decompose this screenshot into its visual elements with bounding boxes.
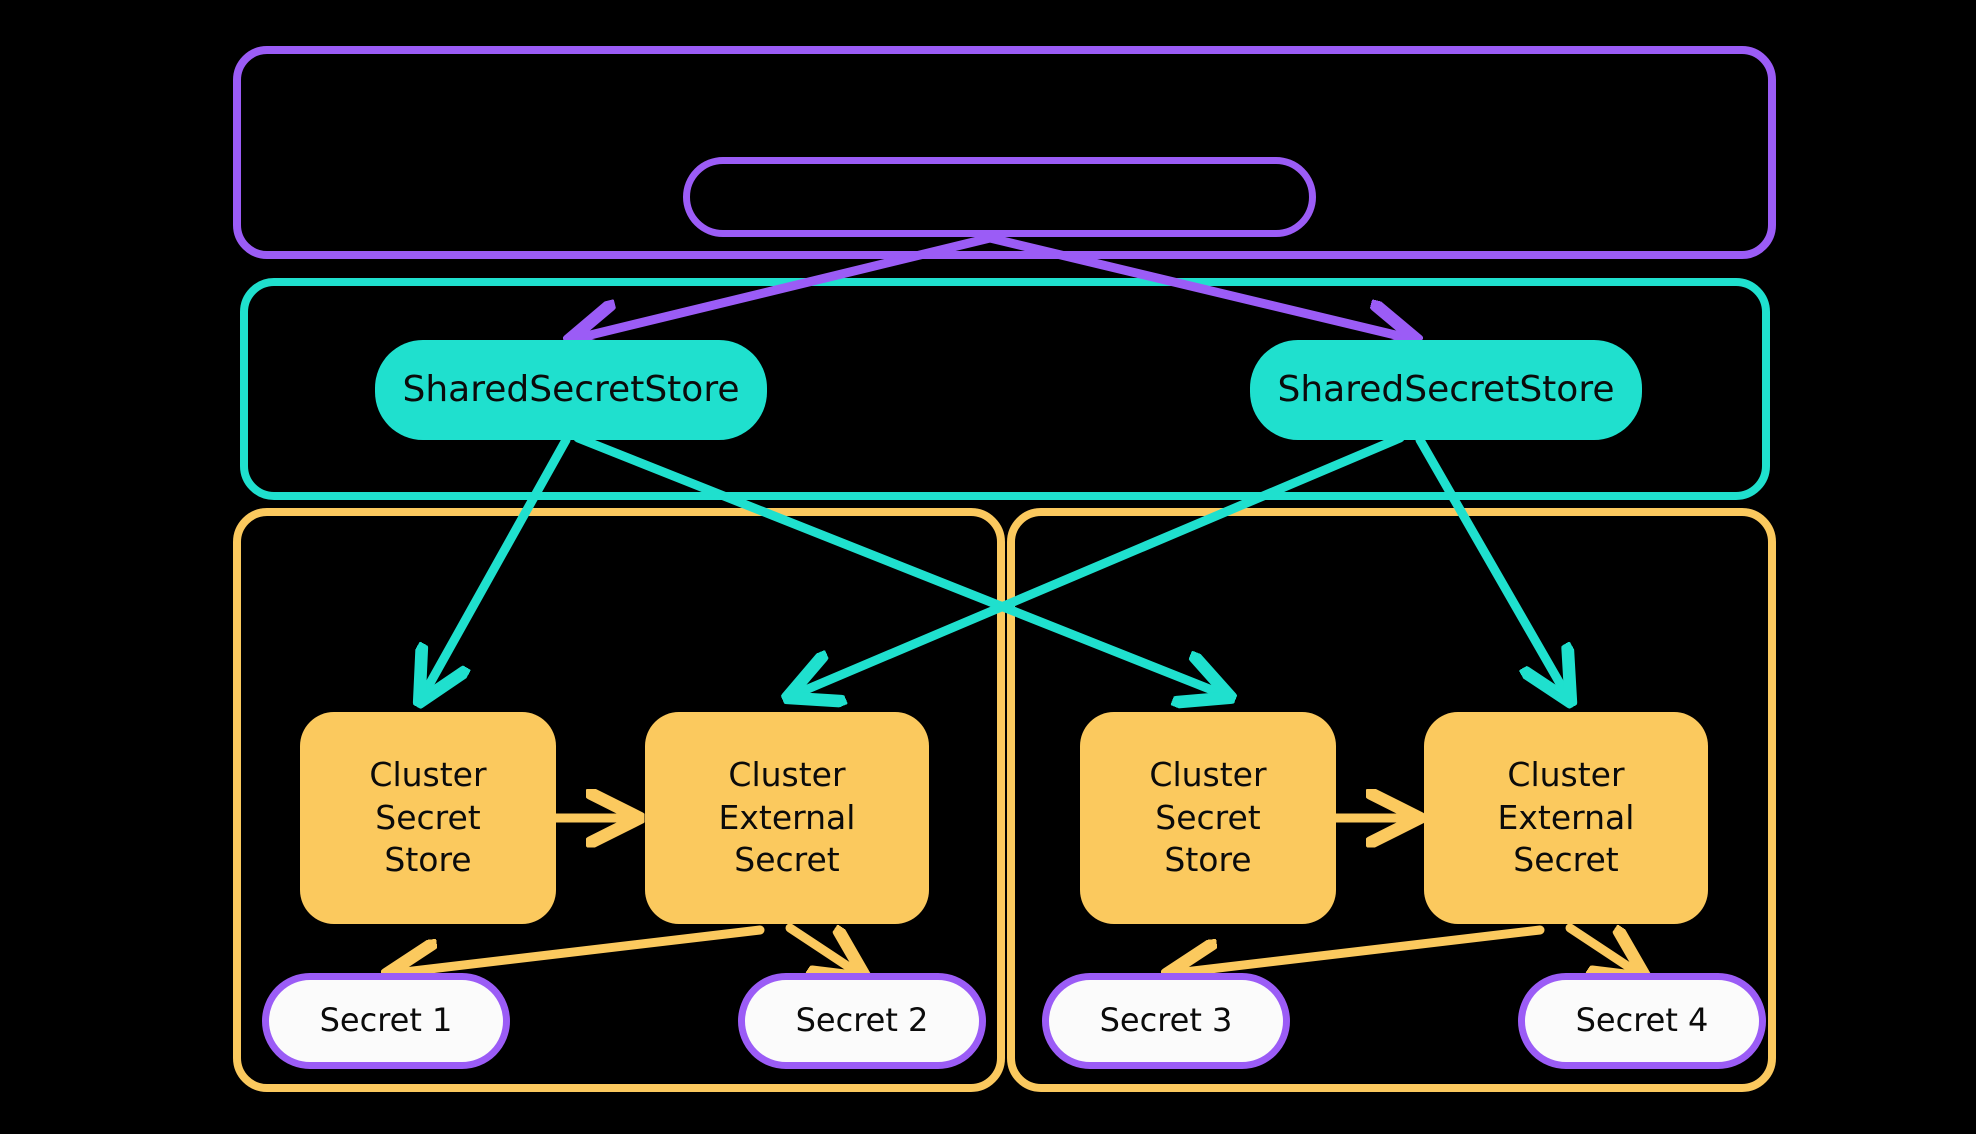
top-pill-node[interactable] — [683, 157, 1316, 237]
secret-3-node[interactable]: Secret 3 — [1042, 973, 1290, 1069]
cluster-external-secret-right-label: Cluster External Secret — [1497, 754, 1635, 880]
cluster-secret-store-left-label: Cluster Secret Store — [369, 754, 487, 880]
secret-4-label: Secret 4 — [1575, 1001, 1709, 1040]
shared-secret-store-right-label: SharedSecretStore — [1277, 368, 1615, 410]
secret-2-label: Secret 2 — [795, 1001, 929, 1040]
cluster-external-secret-right-node[interactable]: Cluster External Secret — [1424, 712, 1708, 924]
cluster-secret-store-left-node[interactable]: Cluster Secret Store — [300, 712, 556, 924]
secret-1-label: Secret 1 — [319, 1001, 453, 1040]
cluster-secret-store-right-label: Cluster Secret Store — [1149, 754, 1267, 880]
secret-1-node[interactable]: Secret 1 — [262, 973, 510, 1069]
secret-4-node[interactable]: Secret 4 — [1518, 973, 1766, 1069]
cluster-external-secret-left-label: Cluster External Secret — [718, 754, 856, 880]
shared-secret-store-left-label: SharedSecretStore — [402, 368, 740, 410]
secret-3-label: Secret 3 — [1099, 1001, 1233, 1040]
cluster-external-secret-left-node[interactable]: Cluster External Secret — [645, 712, 929, 924]
shared-secret-store-left-node[interactable]: SharedSecretStore — [375, 340, 767, 440]
secret-2-node[interactable]: Secret 2 — [738, 973, 986, 1069]
cluster-secret-store-right-node[interactable]: Cluster Secret Store — [1080, 712, 1336, 924]
shared-secret-store-right-node[interactable]: SharedSecretStore — [1250, 340, 1642, 440]
